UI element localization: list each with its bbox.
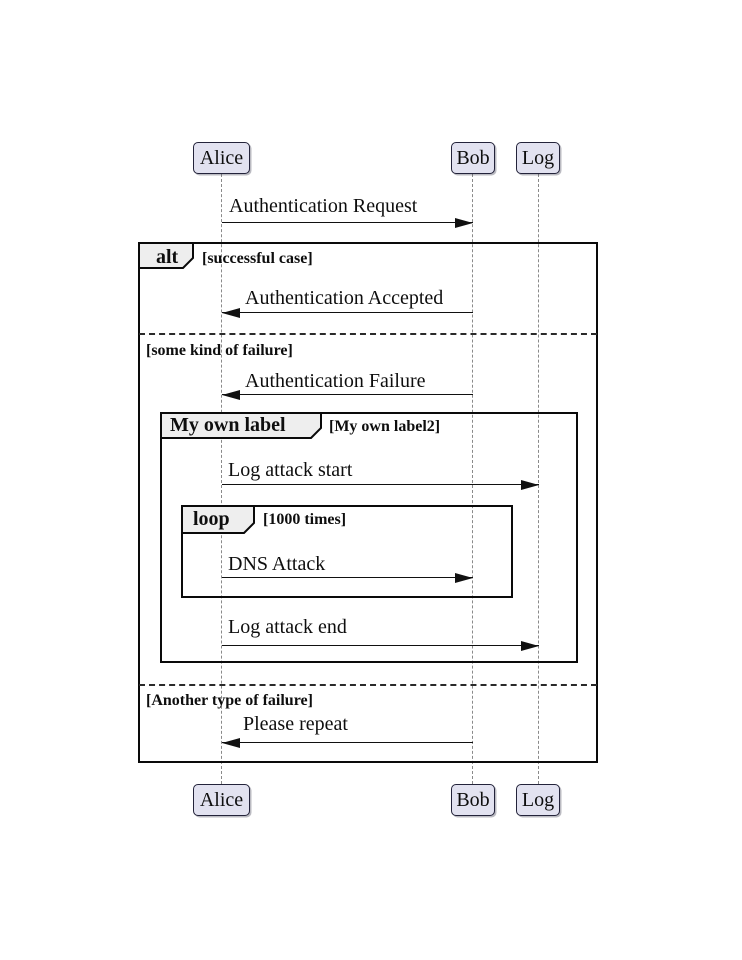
message-label-dns-attack: DNS Attack	[228, 553, 326, 575]
participant-alice-top: Alice	[193, 142, 250, 174]
my-own-label-frame	[160, 412, 578, 663]
alt-else-divider-2	[139, 684, 597, 686]
alt-frame-title: alt	[156, 246, 179, 268]
message-line-dns-attack	[222, 577, 473, 578]
loop-frame-pentagon	[181, 505, 255, 534]
message-line-log-attack-end	[222, 645, 539, 646]
message-line-authentication-request	[222, 222, 473, 223]
message-label-please-repeat: Please repeat	[243, 713, 348, 735]
arrowhead-to-log-2	[521, 641, 539, 651]
participant-log-bottom: Log	[516, 784, 560, 816]
message-line-please-repeat	[222, 742, 473, 743]
alt-guard-successful-case: [successful case]	[202, 250, 313, 267]
message-label-log-attack-end: Log attack end	[228, 616, 347, 638]
message-label-log-attack-start: Log attack start	[228, 459, 353, 481]
alt-else-divider-1	[139, 333, 597, 335]
participant-log-top: Log	[516, 142, 560, 174]
my-own-label-title: My own label	[170, 414, 286, 436]
arrowhead-to-bob-1	[455, 218, 473, 228]
participant-bob-top: Bob	[451, 142, 495, 174]
message-label-authentication-failure: Authentication Failure	[245, 370, 426, 392]
message-line-log-attack-start	[222, 484, 539, 485]
guard-another-type-of-failure: [Another type of failure]	[146, 692, 313, 709]
guard-my-own-label2: [My own label2]	[329, 418, 441, 435]
message-line-authentication-failure	[222, 394, 473, 395]
arrowhead-to-bob-2	[455, 573, 473, 583]
loop-frame	[181, 505, 513, 598]
my-own-label-pentagon	[160, 412, 322, 439]
arrowhead-to-log-1	[521, 480, 539, 490]
loop-frame-title: loop	[193, 508, 230, 530]
alt-frame-label-pentagon	[138, 242, 194, 269]
guard-some-kind-of-failure: [some kind of failure]	[146, 342, 293, 359]
message-line-authentication-accepted	[222, 312, 473, 313]
lifeline-alice	[221, 174, 222, 784]
guard-1000-times: [1000 times]	[263, 511, 347, 528]
lifeline-bob	[472, 174, 473, 784]
arrowhead-to-alice-1	[222, 308, 240, 318]
lifeline-log	[538, 174, 539, 784]
message-label-authentication-request: Authentication Request	[229, 195, 418, 217]
participant-alice-bottom: Alice	[193, 784, 250, 816]
arrowhead-to-alice-3	[222, 738, 240, 748]
arrowhead-to-alice-2	[222, 390, 240, 400]
participant-bob-bottom: Bob	[451, 784, 495, 816]
alt-frame	[138, 242, 598, 763]
message-label-authentication-accepted: Authentication Accepted	[245, 287, 444, 309]
